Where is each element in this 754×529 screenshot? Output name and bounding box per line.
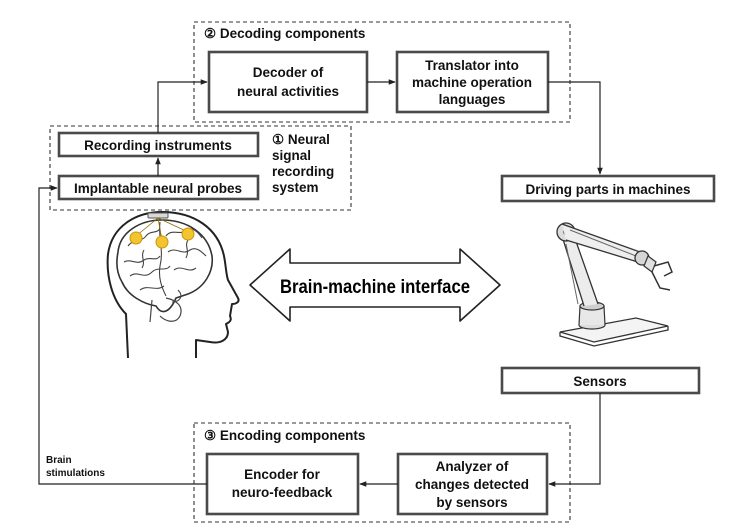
decoder-line-2: neural activities [237, 84, 339, 99]
driving-parts-box: Driving parts in machines [500, 174, 716, 203]
bmi-double-arrow: Brain-machine interface [249, 248, 501, 322]
analyzer-line-3: by sensors [436, 495, 507, 510]
encoder-line-2: neuro-feedback [232, 485, 333, 500]
encoder-box: Encoder for neuro-feedback [205, 452, 360, 516]
analyzer-line-2: changes detected [415, 477, 529, 492]
human-head-with-brain-icon [106, 211, 240, 359]
analyzer-box: Analyzer of changes detected by sensors [396, 452, 549, 516]
arrow-instruments-to-decoder [157, 79, 208, 133]
encoding-components-label: ③ Encoding components [204, 428, 365, 443]
recording-instruments-box: Recording instruments [57, 131, 260, 158]
translator-line-1: Translator into [425, 58, 519, 73]
recording-system-group [49, 125, 352, 211]
arrow-sensors-to-analyzer [548, 393, 601, 487]
analyzer-line-1: Analyzer of [436, 459, 509, 474]
decoding-components-label: ② Decoding components [204, 26, 365, 41]
recording-instruments-label: Recording instruments [84, 138, 232, 153]
arrow-encoder-to-probes [38, 185, 207, 485]
decoder-line-1: Decoder of [253, 65, 324, 80]
recording-system-label-4: system [272, 180, 319, 195]
bmi-label: Brain-machine interface [280, 277, 470, 298]
recording-system-label-3: recording [272, 164, 334, 179]
sensors-box: Sensors [500, 366, 701, 395]
brain-stimulations-line-2: stimulations [46, 468, 105, 479]
brain-stimulations-line-1: Brain [46, 455, 72, 466]
translator-line-3: languages [439, 92, 506, 107]
decoder-box: Decoder of neural activities [207, 50, 369, 114]
recording-system-label-2: signal [272, 148, 311, 163]
encoder-line-1: Encoder for [244, 467, 321, 482]
recording-system-label-1: ① Neural [272, 132, 330, 147]
implantable-probes-label: Implantable neural probes [74, 181, 242, 196]
translator-line-2: machine operation [412, 75, 532, 90]
robotic-arm-icon [556, 222, 673, 347]
arrow-translator-to-driving [548, 81, 603, 175]
sensors-label: Sensors [573, 374, 626, 389]
implantable-probes-box: Implantable neural probes [57, 174, 260, 201]
driving-parts-label: Driving parts in machines [525, 182, 690, 197]
translator-box: Translator into machine operation langua… [395, 50, 550, 114]
